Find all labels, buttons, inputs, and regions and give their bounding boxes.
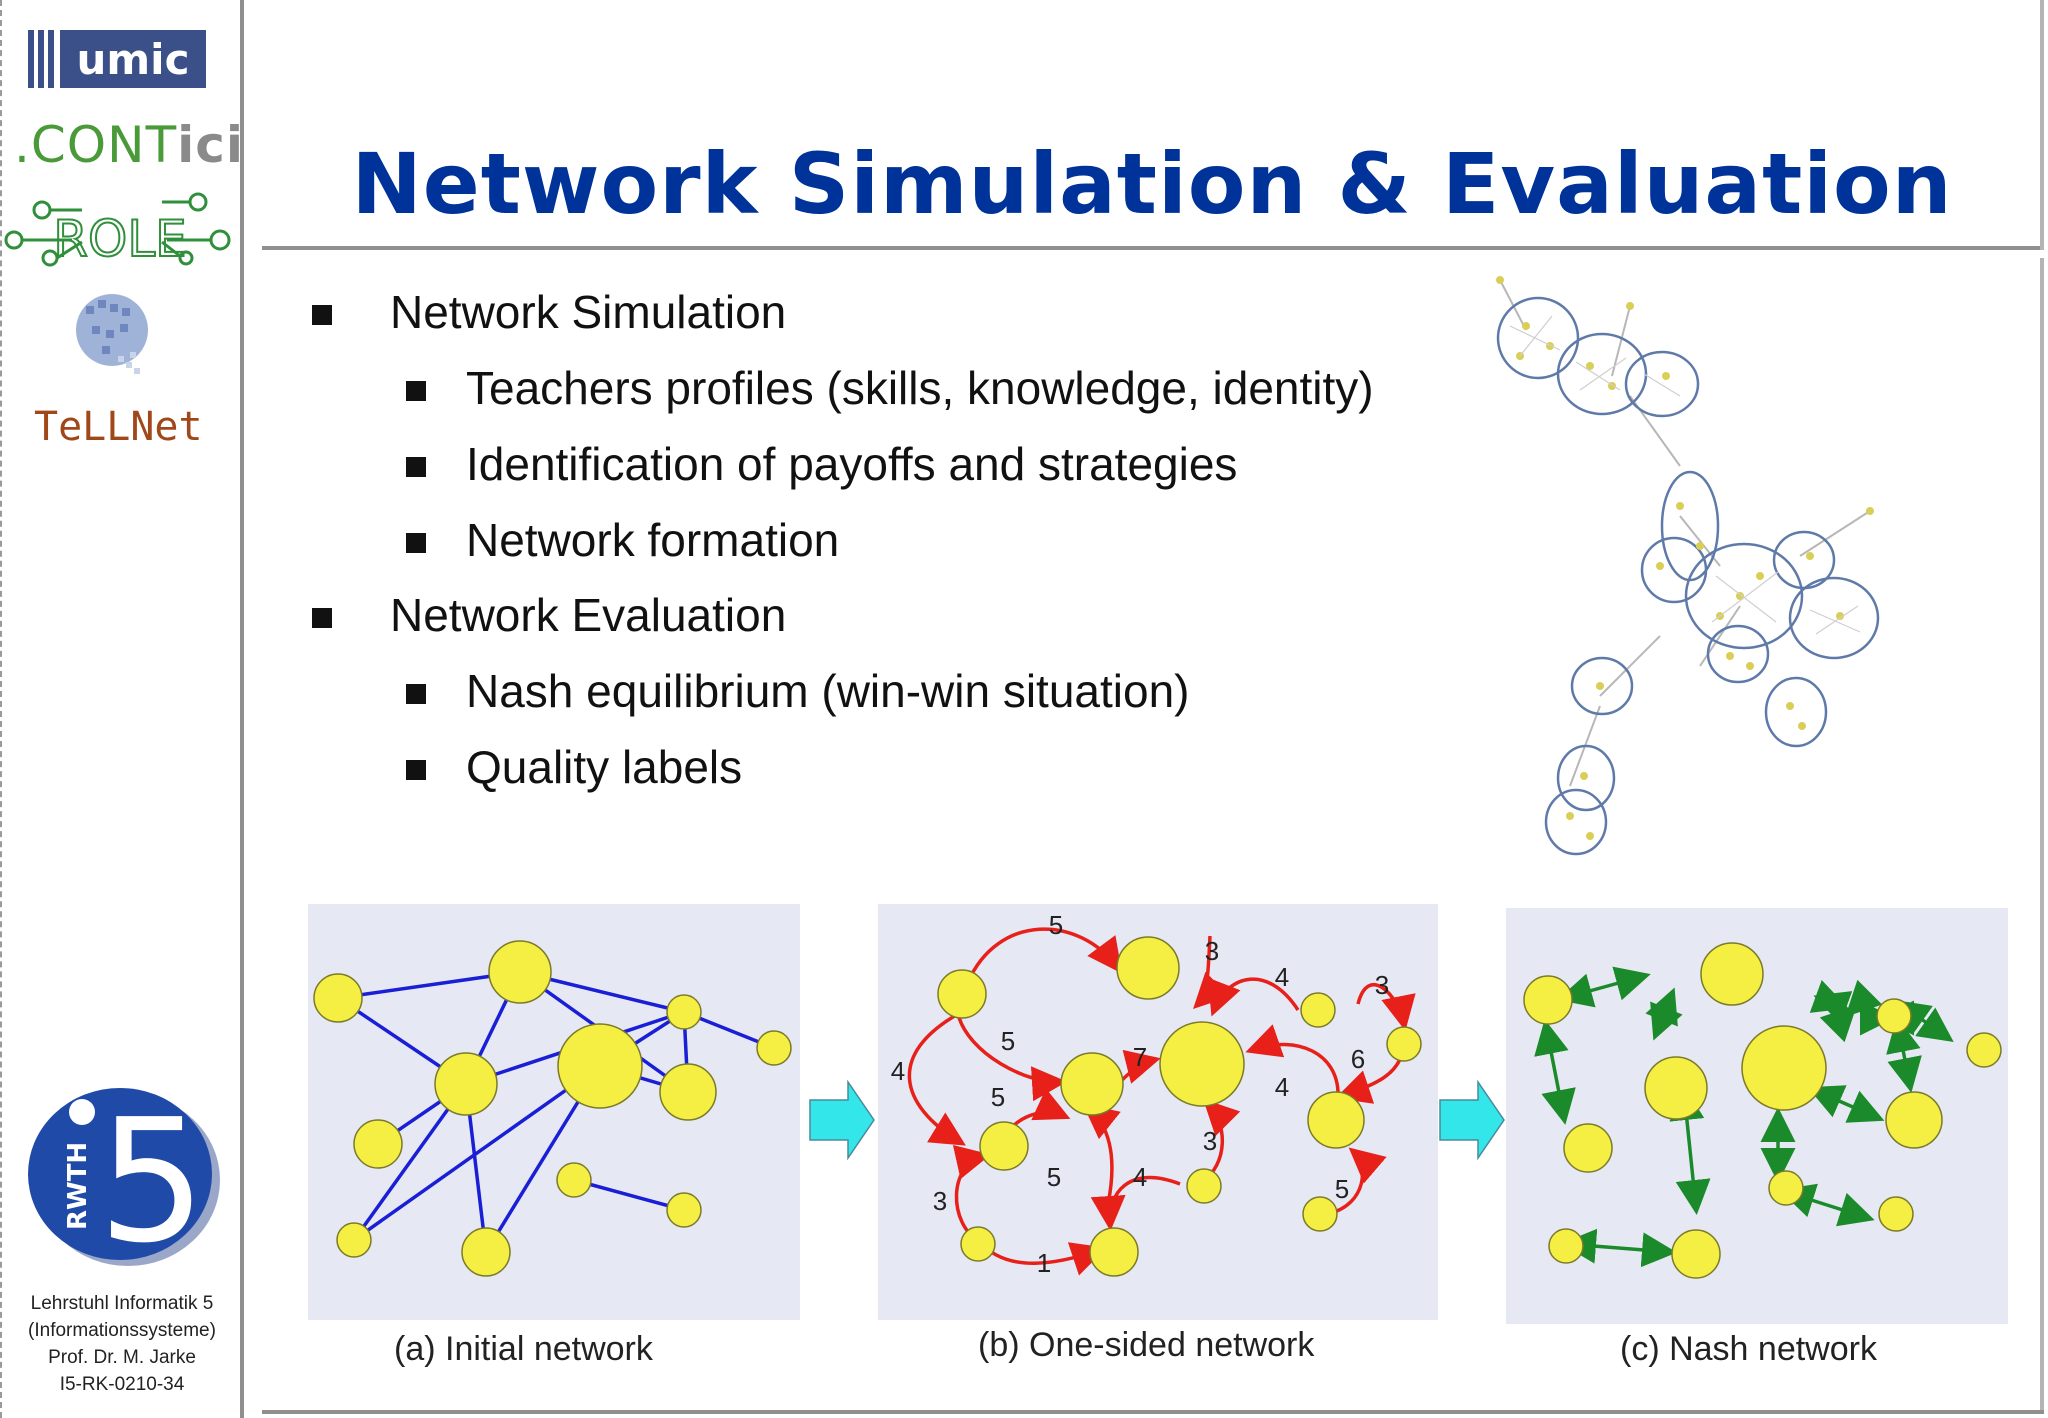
nash-network-panel [1506,908,2008,1324]
chair-line: Prof. Dr. M. Jarke [48,1347,196,1368]
bullet-marker [406,381,426,401]
rwth-text: RWTH [63,1142,93,1230]
content-border-right [2040,258,2044,1414]
sidebar: umic .CONTici ROLE TeLLNet 5 RWTH Lehrst… [0,0,244,1418]
bullet-marker [312,305,332,325]
edge-label: 5 [1047,1162,1061,1192]
caption-one-sided-network: (b) One-sided network [978,1326,1315,1364]
edge-label: 1 [1037,1248,1051,1278]
edge-label: 4 [1275,962,1289,992]
chair-info: Lehrstuhl Informatik 5 (Informationssyst… [4,1290,240,1398]
rwth-number: 5 [98,1083,206,1270]
chair-line: (Informationssysteme) [28,1320,216,1341]
umic-text: umic [77,35,190,84]
edge-label: 3 [1375,970,1389,1000]
edge-label: 7 [1133,1042,1147,1072]
cluster-network-graphic [1496,276,1880,856]
one-sided-network-panel: 5 3 4 3 5 7 6 4 4 5 3 5 4 3 1 5 [878,904,1438,1320]
tellnet-logo: TeLLNet [34,404,203,450]
bullet-marker [406,533,426,553]
edge-label: 3 [933,1186,947,1216]
bullet-marker [312,608,332,628]
content-border-bottom [262,1410,2044,1414]
edge-label: 4 [1275,1072,1289,1102]
initial-network-graph [313,940,792,1277]
network-globe-icon [76,294,148,374]
edge-label: 4 [891,1056,905,1086]
caption-nash-network: (c) Nash network [1620,1330,1877,1368]
edge-label: 6 [1351,1044,1365,1074]
conticl-logo: .CONTici [14,116,245,174]
edge-label: 5 [991,1082,1005,1112]
slide-title: Network Simulation & Evaluation [351,135,1953,233]
right-arrow-icon [1439,1080,1505,1160]
edge-label: 5 [1049,910,1063,940]
bullet-marker [406,457,426,477]
caption-initial-network: (a) Initial network [394,1330,653,1368]
role-logo: ROLE [4,192,231,269]
nash-network-graph [1523,942,2002,1279]
edge-label: 3 [1205,936,1219,966]
edge-label: 4 [1133,1162,1147,1192]
one-sided-network-graph: 5 3 4 3 5 7 6 4 4 5 3 5 4 3 1 5 [891,910,1422,1278]
right-arrow-icon [809,1080,875,1160]
umic-logo: umic [28,30,206,88]
title-divider-edge [2040,0,2044,250]
role-text: ROLE [53,210,187,268]
rwth-i5-logo: 5 RWTH [28,1083,220,1270]
initial-network-panel [308,904,800,1320]
title-divider [262,246,2044,250]
edge-label: 5 [1335,1174,1349,1204]
chair-line: Lehrstuhl Informatik 5 [30,1293,214,1314]
edge-label: 3 [1203,1126,1217,1156]
bullet-marker [406,684,426,704]
bullet-marker [406,760,426,780]
edge-label: 5 [1001,1026,1015,1056]
chair-line: I5-RK-0210-34 [59,1374,185,1395]
